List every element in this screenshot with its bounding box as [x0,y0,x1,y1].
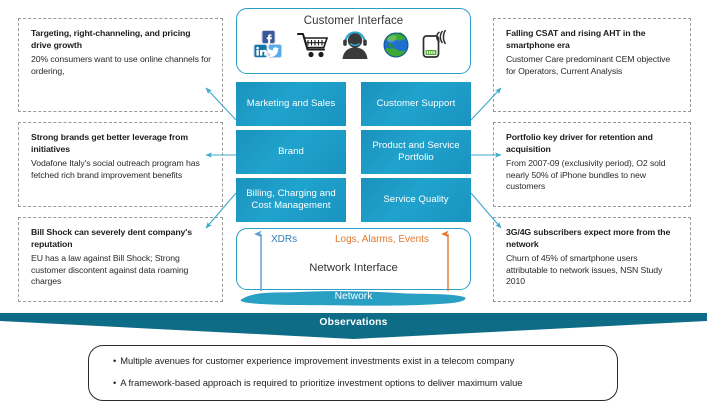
callout-title: Bill Shock can severely dent company's r… [31,227,192,249]
callout-right-3g4g: 3G/4G subscribers expect more from the n… [493,217,691,302]
callout-title: Portfolio key driver for retention and a… [506,132,653,154]
capability-tile-grid: Marketing and Sales Customer Support Bra… [236,82,471,222]
tile-brand[interactable]: Brand [236,130,346,174]
logs-flow-label: Logs, Alarms, Events [335,234,429,245]
tile-customer-support[interactable]: Customer Support [361,82,471,126]
callout-right-portfolio: Portfolio key driver for retention and a… [493,122,691,207]
observation-item: •Multiple avenues for customer experienc… [113,355,601,367]
callout-left-targeting: Targeting, right-channeling, and pricing… [18,18,223,112]
callout-title: Falling CSAT and rising AHT in the smart… [506,28,646,50]
tile-product-and-service-portfolio[interactable]: Product and Service Portfolio [361,130,471,174]
observation-text: A framework-based approach is required t… [120,377,523,389]
bullet-icon: • [113,355,117,366]
callout-body: From 2007-09 (exclusivity period), O2 so… [506,158,666,192]
customer-interface-panel: Customer Interface [236,8,471,74]
callout-title: Targeting, right-channeling, and pricing… [31,28,191,50]
network-interface-panel: XDRs Logs, Alarms, Events Network Interf… [236,228,471,291]
callout-body: 20% consumers want to use online channel… [31,54,211,76]
globe-icon [381,30,411,60]
network-cloud-shape [240,291,466,306]
shopping-cart-icon [296,30,330,60]
observation-text: Multiple avenues for customer experience… [120,355,515,366]
network-interface-title: Network Interface [309,262,398,274]
customer-interface-icon-row [237,27,470,60]
tile-billing-charging-cost-management[interactable]: Billing, Charging and Cost Management [236,178,346,222]
xdr-flow-label: XDRs [271,234,298,245]
bullet-icon: • [113,377,117,389]
tile-service-quality[interactable]: Service Quality [361,178,471,222]
network-cloud: Network [236,288,471,308]
social-media-icon [252,30,286,60]
observation-item: •A framework-based approach is required … [113,377,601,389]
callout-left-brands: Strong brands get better leverage from i… [18,122,223,207]
callout-left-bill-shock: Bill Shock can severely dent company's r… [18,217,223,302]
observations-box: •Multiple avenues for customer experienc… [88,345,618,401]
callout-right-csat: Falling CSAT and rising AHT in the smart… [493,18,691,112]
mobile-signal-icon [421,29,455,60]
callout-title: 3G/4G subscribers expect more from the n… [506,227,671,249]
network-flow-arrows [254,230,449,291]
observations-banner-title: Observations [319,317,388,328]
callout-body: Vodafone Italy's social outreach program… [31,158,200,180]
support-agent-icon [339,30,371,60]
callout-body: EU has a law against Bill Shock; Strong … [31,253,189,287]
network-label: Network [334,291,373,302]
observations-banner-shape [0,313,707,339]
callout-title: Strong brands get better leverage from i… [31,132,188,154]
tile-marketing-and-sales[interactable]: Marketing and Sales [236,82,346,126]
customer-interface-title: Customer Interface [303,15,404,27]
callout-body: Customer Care predominant CEM objective … [506,54,671,76]
callout-body: Churn of 45% of smartphone users attribu… [506,253,663,287]
